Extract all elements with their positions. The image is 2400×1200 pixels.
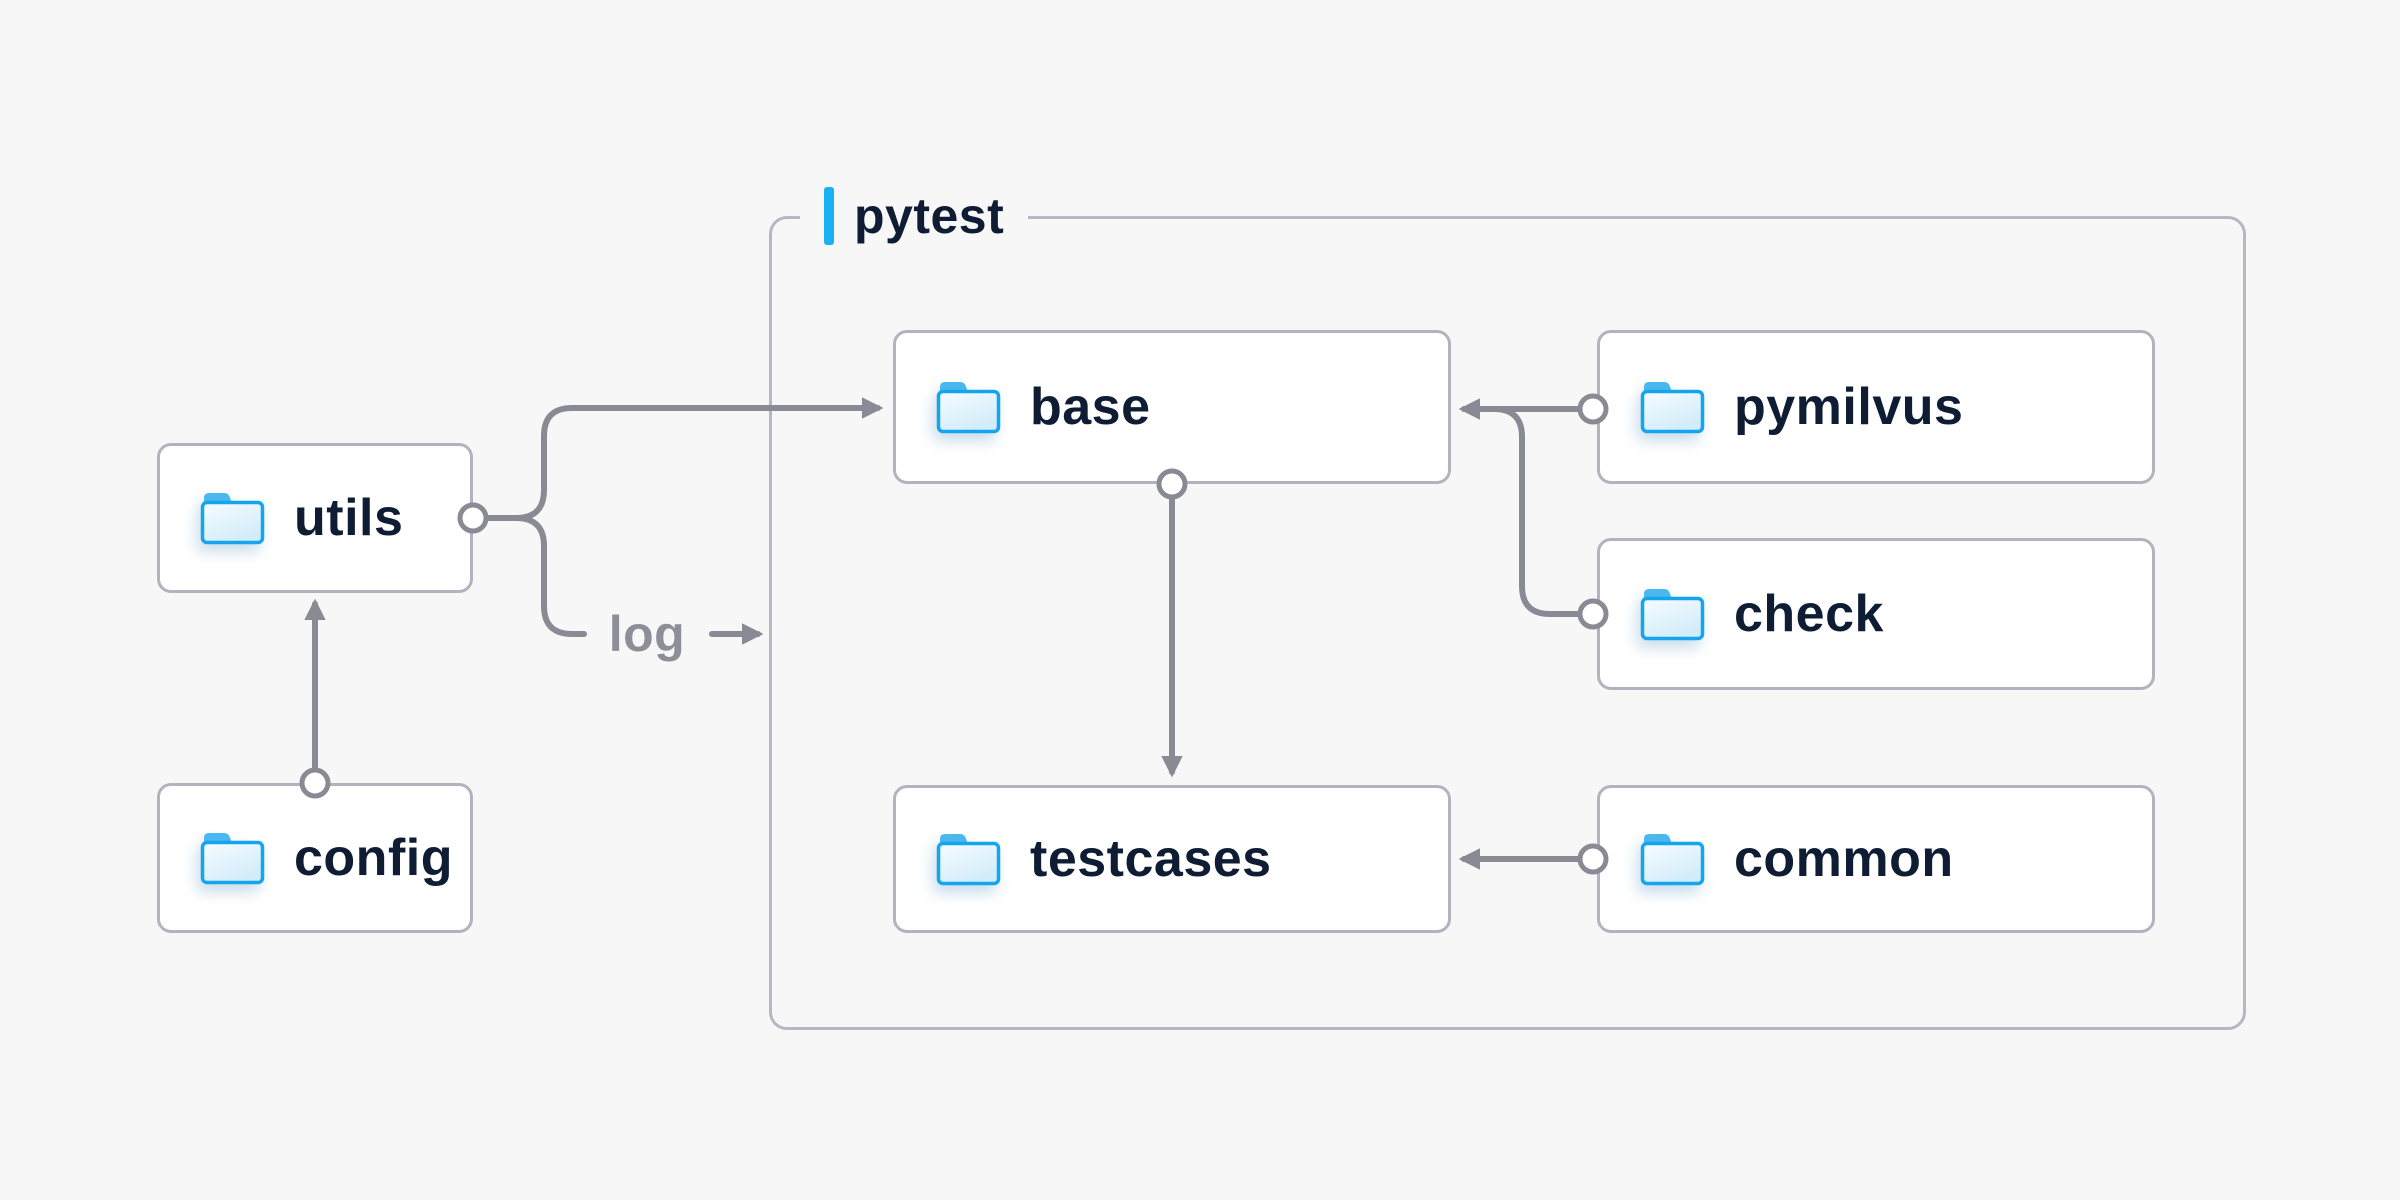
folder-node-pymilvus[interactable]: pymilvus <box>1597 330 2155 484</box>
folder-node-common[interactable]: common <box>1597 785 2155 933</box>
group-title: pytest <box>854 188 1005 244</box>
folder-node-base[interactable]: base <box>893 330 1451 484</box>
folder-icon <box>200 833 265 885</box>
folder-icon <box>936 382 1001 434</box>
node-label: pymilvus <box>1734 378 1964 436</box>
node-label: testcases <box>1030 830 1272 888</box>
node-label: base <box>1030 378 1151 436</box>
pytest-group-container <box>769 216 2246 1030</box>
folder-icon <box>936 834 1001 886</box>
pytest-group-label: pytest <box>800 184 1029 248</box>
node-label: common <box>1734 830 1954 888</box>
folder-node-check[interactable]: check <box>1597 538 2155 690</box>
folder-node-utils[interactable]: utils <box>157 443 473 593</box>
folder-node-testcases[interactable]: testcases <box>893 785 1451 933</box>
edge-label-log: log <box>608 606 686 662</box>
edge-utils-log <box>513 515 587 637</box>
folder-icon <box>1640 834 1705 886</box>
accent-bar-icon <box>824 187 834 245</box>
folder-node-config[interactable]: config <box>157 783 473 933</box>
folder-icon <box>1640 382 1705 434</box>
folder-icon <box>200 493 265 545</box>
folder-icon <box>1640 589 1705 641</box>
node-label: utils <box>294 489 404 547</box>
node-label: check <box>1734 585 1884 643</box>
node-label: config <box>294 829 453 887</box>
